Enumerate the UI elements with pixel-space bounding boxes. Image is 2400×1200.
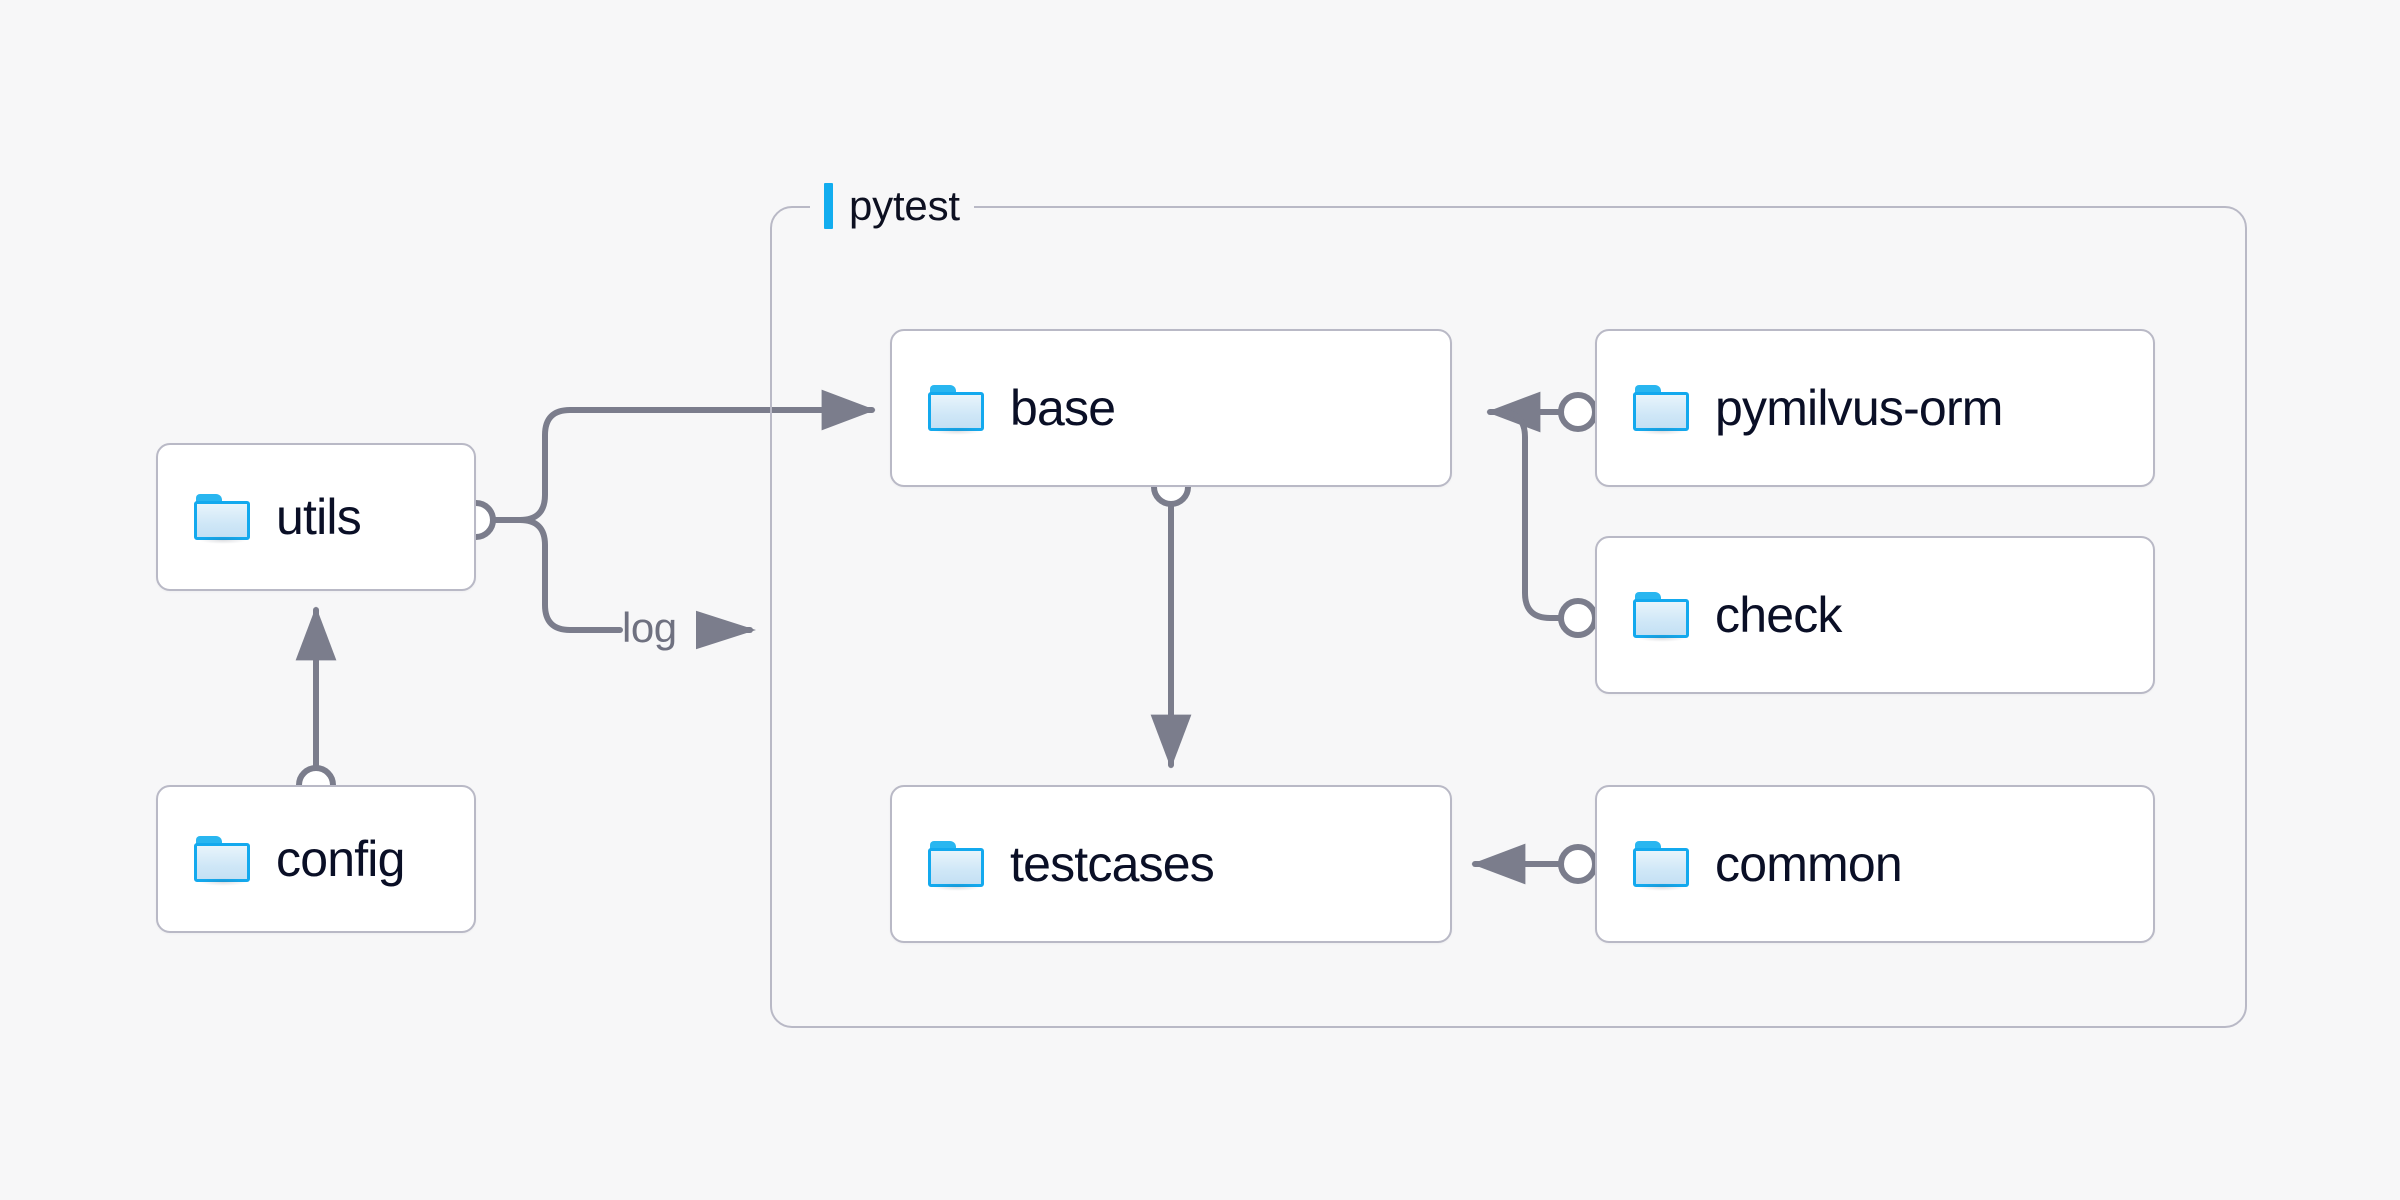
node-common-label: common xyxy=(1715,836,1903,892)
node-base[interactable]: base xyxy=(890,329,1452,487)
folder-icon xyxy=(1633,592,1689,642)
folder-icon xyxy=(1633,841,1689,891)
group-pytest xyxy=(770,206,2247,1028)
node-utils[interactable]: utils xyxy=(156,443,476,591)
folder-icon xyxy=(194,836,250,886)
group-title-text: pytest xyxy=(849,182,960,229)
edge-config-to-utils xyxy=(295,606,337,805)
folder-icon xyxy=(1633,385,1689,435)
node-check-label: check xyxy=(1715,587,1842,643)
folder-icon xyxy=(928,385,984,435)
folder-icon xyxy=(194,494,250,544)
edge-utils-to-log xyxy=(473,517,756,650)
node-pymilvus-orm[interactable]: pymilvus-orm xyxy=(1595,329,2155,487)
node-pymilvus-orm-label: pymilvus-orm xyxy=(1715,380,2003,436)
node-config[interactable]: config xyxy=(156,785,476,933)
folder-icon xyxy=(928,841,984,891)
node-utils-label: utils xyxy=(276,489,362,545)
node-testcases-label: testcases xyxy=(1010,836,1215,892)
node-config-label: config xyxy=(276,831,405,887)
node-check[interactable]: check xyxy=(1595,536,2155,694)
node-testcases[interactable]: testcases xyxy=(890,785,1452,943)
node-common[interactable]: common xyxy=(1595,785,2155,943)
group-pytest-label: pytest xyxy=(810,178,974,234)
node-base-label: base xyxy=(1010,380,1116,436)
accent-bar-icon xyxy=(824,183,833,229)
edge-label-log: log xyxy=(622,604,677,651)
